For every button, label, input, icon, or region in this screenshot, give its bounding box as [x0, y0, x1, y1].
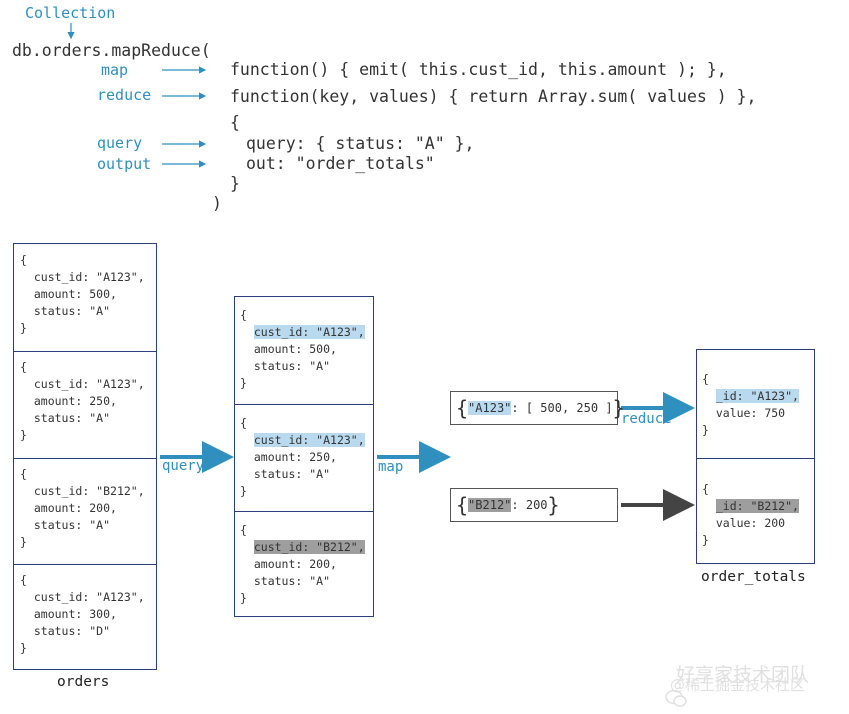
filtered-doc: { cust_id: "B212", amount: 200, status: … [235, 511, 373, 618]
query-label: query [97, 134, 143, 152]
collection-label: Collection [25, 4, 116, 22]
out-option: out: "order_totals" [246, 154, 435, 173]
mapped-pair: { "A123": [ 500, 250 ] } [450, 391, 625, 425]
filtered-doc: { cust_id: "A123", amount: 250, status: … [235, 404, 373, 512]
map-function: function() { emit( this.cust_id, this.am… [230, 60, 727, 79]
map-label: map [101, 61, 129, 79]
total-doc: { _id: "B212", value: 200 } [697, 458, 814, 565]
query-arrow-label: query [162, 458, 205, 474]
options-close-brace: } [230, 174, 240, 193]
order-totals-caption: order_totals [701, 569, 806, 585]
orders-collection: { cust_id: "A123", amount: 500, status: … [13, 243, 157, 670]
orders-caption: orders [57, 674, 110, 690]
orders-doc: { cust_id: "A123", amount: 500, status: … [20, 253, 145, 335]
total-doc: { _id: "A123", value: 750 } [702, 372, 799, 437]
order-totals-collection: { _id: "A123", value: 750 } { _id: "B212… [696, 349, 815, 564]
filtered-doc: { cust_id: "A123", amount: 500, status: … [240, 308, 365, 390]
mapped-pair: { "B212": 200 } [450, 488, 618, 522]
cust-id-highlight: cust_id: "A123", [253, 433, 365, 447]
mapreduce-call: db.orders.mapReduce( [12, 41, 211, 60]
map-arrow-label: map [378, 459, 404, 475]
wechat-icon [646, 668, 688, 707]
query-results: { cust_id: "A123", amount: 500, status: … [234, 296, 374, 617]
cust-id-highlight: cust_id: "A123", [253, 325, 365, 339]
watermark-team: 好享家技术团队 [676, 664, 810, 686]
id-highlight: _id: "B212", [715, 499, 799, 513]
query-option: query: { status: "A" }, [246, 134, 475, 153]
reduce-function: function(key, values) { return Array.sum… [230, 87, 757, 106]
call-close-paren: ) [212, 194, 222, 213]
orders-doc: { cust_id: "A123", amount: 300, status: … [14, 564, 156, 671]
reduce-label: reduce [97, 86, 152, 104]
id-highlight: _id: "A123", [715, 389, 799, 403]
watermark-community: @稀土掘金技术社区 [670, 676, 806, 694]
output-label: output [97, 155, 152, 173]
orders-doc: { cust_id: "A123", amount: 250, status: … [14, 351, 156, 459]
reduce-arrow-label: reduce [621, 411, 672, 427]
cust-id-highlight: cust_id: "B212", [253, 540, 365, 554]
orders-doc: { cust_id: "B212", amount: 200, status: … [14, 458, 156, 565]
options-open-brace: { [230, 113, 240, 132]
